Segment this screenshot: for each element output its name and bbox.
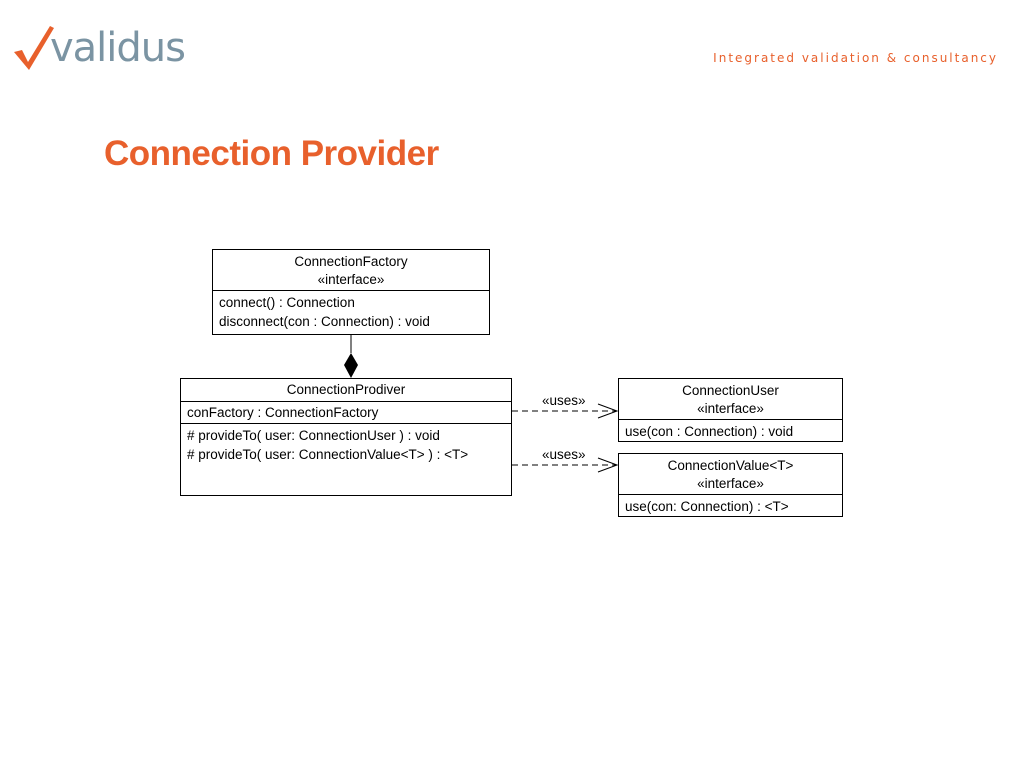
operation: use(con : Connection) : void: [625, 424, 794, 439]
connection-user-class[interactable]: ConnectionUser «interface» use(con : Con…: [618, 378, 843, 442]
class-header: ConnectionProdiver: [181, 379, 511, 402]
class-header: ConnectionUser «interface»: [619, 379, 842, 420]
uses-value-label: «uses»: [542, 447, 586, 462]
operation: # provideTo( user: ConnectionUser ) : vo…: [187, 428, 440, 443]
class-stereotype: «interface»: [697, 476, 764, 491]
class-name: ConnectionFactory: [294, 254, 408, 269]
connection-provider-class[interactable]: ConnectionProdiver conFactory : Connecti…: [180, 378, 512, 496]
connection-factory-class[interactable]: ConnectionFactory «interface» connect() …: [212, 249, 490, 335]
class-stereotype: «interface»: [697, 401, 764, 416]
tagline: Integrated validation & consultancy: [713, 51, 998, 65]
operations-section: use(con: Connection) : <T>: [619, 495, 842, 518]
class-name: ConnectionUser: [682, 383, 779, 398]
attribute: conFactory : ConnectionFactory: [187, 405, 379, 420]
validus-logo: validus: [12, 20, 186, 74]
operations-section: use(con : Connection) : void: [619, 420, 842, 443]
uses-user-label: «uses»: [542, 393, 586, 408]
logo-text: validus: [50, 25, 186, 71]
connection-value-class[interactable]: ConnectionValue<T> «interface» use(con: …: [618, 453, 843, 517]
slide-title: Connection Provider: [104, 134, 439, 173]
composition-diamond-icon: [344, 353, 358, 378]
class-name: ConnectionProdiver: [286, 382, 406, 397]
open-arrow-icon: [597, 403, 619, 419]
operation: connect() : Connection: [219, 295, 355, 310]
class-header: ConnectionFactory «interface»: [213, 250, 489, 291]
operation: disconnect(con : Connection) : void: [219, 314, 430, 329]
operations-section: # provideTo( user: ConnectionUser ) : vo…: [181, 423, 511, 466]
class-stereotype: «interface»: [317, 272, 385, 287]
attributes-section: conFactory : ConnectionFactory: [181, 402, 511, 423]
class-name: ConnectionValue<T>: [667, 458, 794, 473]
operation: use(con: Connection) : <T>: [625, 499, 789, 514]
operations-section: connect() : Connection disconnect(con : …: [213, 291, 489, 333]
class-header: ConnectionValue<T> «interface»: [619, 454, 842, 495]
open-arrow-icon: [597, 457, 619, 473]
operation: # provideTo( user: ConnectionValue<T> ) …: [187, 447, 469, 462]
checkmark-logo-icon: [14, 26, 54, 70]
